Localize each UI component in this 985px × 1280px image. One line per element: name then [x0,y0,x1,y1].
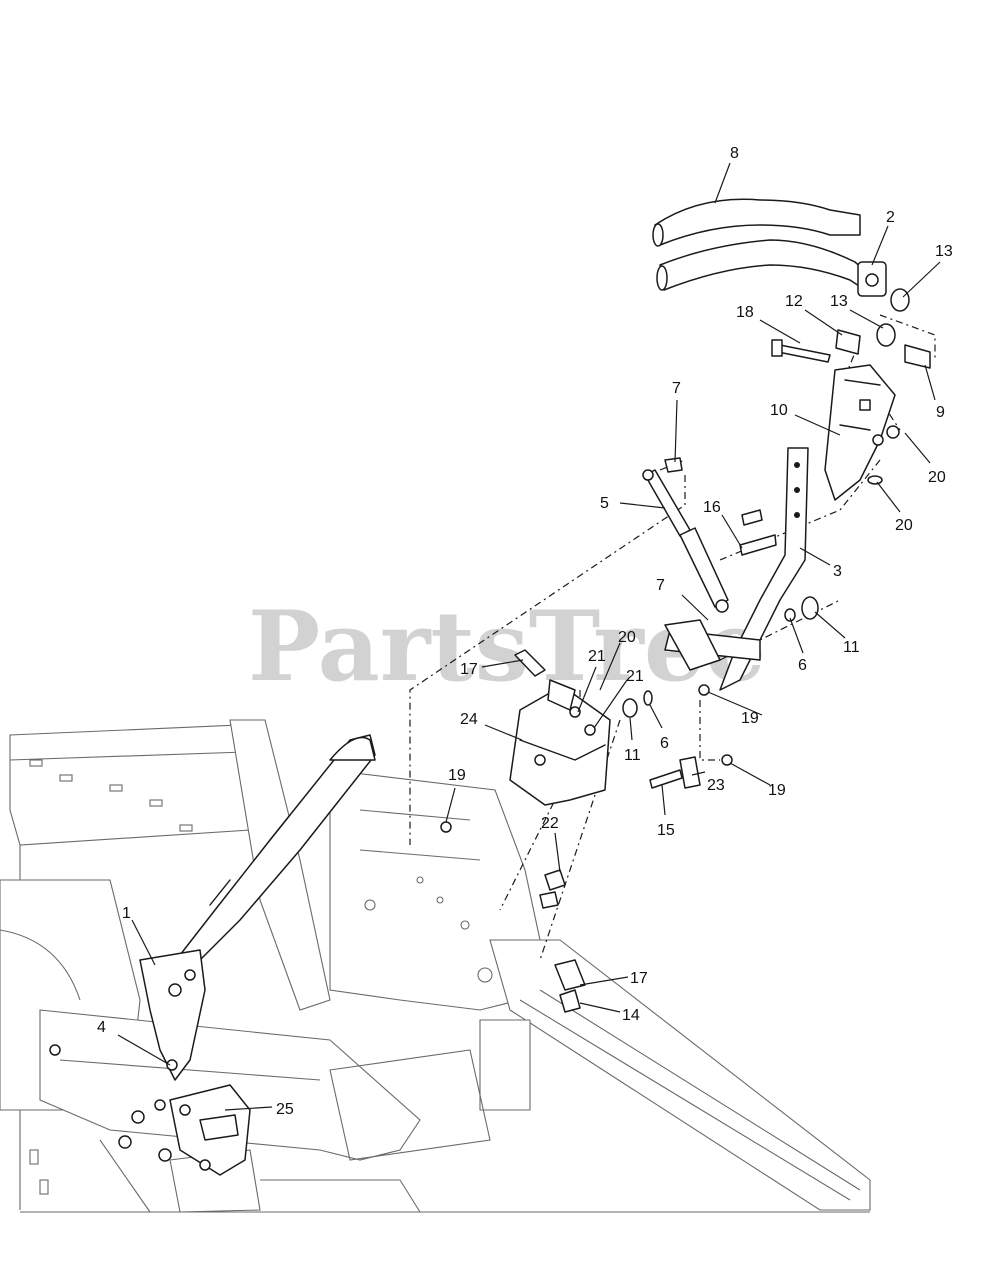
callout-6-mid: 6 [660,735,669,752]
callout-3: 3 [833,563,842,580]
callout-16: 16 [703,499,721,516]
callout-15: 15 [657,822,675,839]
callout-4: 4 [97,1019,106,1036]
gas-spring [642,457,729,613]
callout-2: 2 [886,209,895,226]
mount-bracket [440,649,733,1013]
callout-19-right-bottom: 19 [768,782,786,799]
callout-24: 24 [460,711,478,728]
callout-1: 1 [122,905,131,922]
control-arm [664,447,819,691]
callout-13-mid: 13 [830,293,848,310]
callout-5: 5 [600,495,609,512]
lever-bracket [824,364,900,501]
left-lever [49,734,376,1176]
callout-17-bottom: 17 [630,970,648,987]
callout-20-lower: 20 [895,517,913,534]
callout-21-left: 21 [588,648,606,665]
callout-19-left: 19 [448,767,466,784]
callout-17-top: 17 [460,661,478,678]
callout-6-right: 6 [798,657,807,674]
callout-13-top: 13 [935,243,953,260]
callout-9: 9 [936,404,945,421]
callout-18: 18 [736,304,754,321]
callout-11-right: 11 [843,639,860,656]
callout-11-mid: 11 [624,747,641,764]
callout-20-mid: 20 [618,629,636,646]
leader-lines [117,162,941,1111]
callout-21-right: 21 [626,668,644,685]
callout-14: 14 [622,1007,640,1024]
callout-7-mid: 7 [656,577,665,594]
callout-10: 10 [770,402,788,419]
callout-12: 12 [785,293,803,310]
callout-7-top: 7 [672,380,681,397]
callout-22: 22 [541,815,559,832]
callout-labels: 8 2 13 13 12 18 9 7 10 20 5 16 20 3 7 11… [97,145,953,1118]
callout-23: 23 [707,777,725,794]
callout-19-right-top: 19 [741,710,759,727]
callout-8: 8 [730,145,739,162]
callout-25: 25 [276,1101,294,1118]
callout-20-right: 20 [928,469,946,486]
handle-assembly [652,198,931,369]
